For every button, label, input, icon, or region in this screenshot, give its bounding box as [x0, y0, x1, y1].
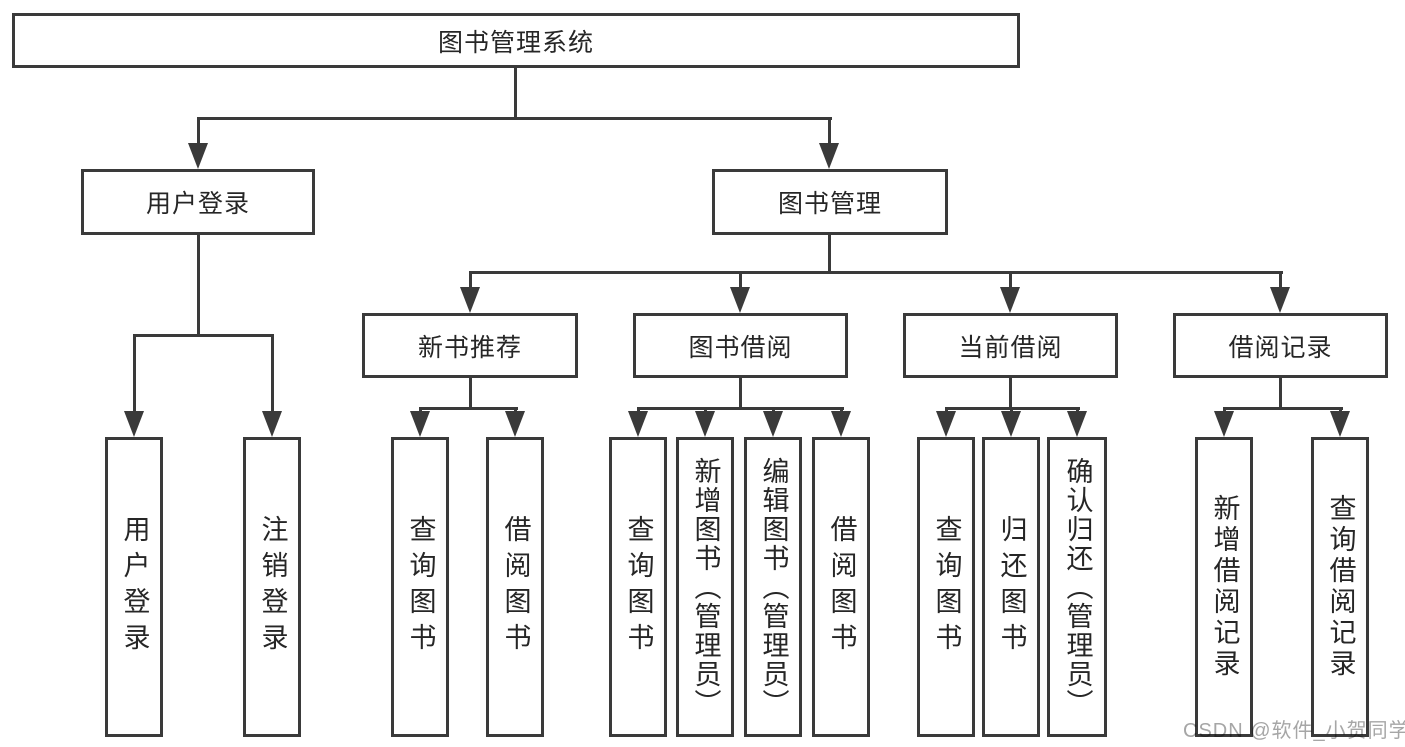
arrowhead-icon	[763, 411, 783, 437]
leaf-query-book-recommend-label: 查询图书	[405, 515, 436, 659]
arrowhead-icon	[936, 411, 956, 437]
leaf-query-book-current: 查询图书	[917, 437, 975, 737]
arrowhead-icon	[124, 411, 144, 437]
node-book-mgmt: 图书管理	[712, 169, 948, 235]
node-book-mgmt-label: 图书管理	[777, 190, 882, 218]
node-borrow-record-label: 借阅记录	[1228, 333, 1333, 362]
leaf-add-book: 新增图书（管理员）	[676, 437, 734, 737]
connector-line	[514, 68, 517, 120]
node-borrow-record: 借阅记录	[1173, 313, 1388, 378]
arrowhead-icon	[505, 411, 525, 437]
leaf-edit-book-label: 编辑图书（管理员）	[758, 456, 789, 718]
leaf-query-book-recommend: 查询图书	[391, 437, 449, 737]
connector-line	[469, 271, 1283, 274]
connector-line	[828, 235, 831, 274]
node-root: 图书管理系统	[12, 13, 1020, 68]
leaf-logout-label: 注销登录	[257, 515, 288, 659]
leaf-return-book-label: 归还图书	[996, 515, 1027, 659]
leaf-borrow-book-borrow: 借阅图书	[812, 437, 870, 737]
arrowhead-icon	[188, 143, 208, 169]
leaf-edit-book: 编辑图书（管理员）	[744, 437, 802, 737]
connector-line	[469, 271, 472, 289]
connector-line	[1223, 407, 1343, 410]
connector-line	[469, 378, 472, 410]
leaf-confirm-return: 确认归还（管理员）	[1047, 437, 1107, 737]
arrowhead-icon	[1001, 411, 1021, 437]
connector-line	[1009, 271, 1012, 289]
leaf-query-borrow-record-label: 查询借阅记录	[1325, 494, 1356, 680]
connector-line	[739, 271, 742, 289]
csdn-watermark: CSDN @软件_小贺同学	[1183, 720, 1405, 742]
leaf-query-book-borrow-label: 查询图书	[623, 515, 654, 659]
arrowhead-icon	[1270, 287, 1290, 313]
arrowhead-icon	[730, 287, 750, 313]
connector-line	[1279, 378, 1282, 410]
leaf-add-borrow-record: 新增借阅记录	[1195, 437, 1253, 737]
arrowhead-icon	[1330, 411, 1350, 437]
node-new-book-recommend-label: 新书推荐	[417, 333, 522, 362]
node-book-borrow: 图书借阅	[633, 313, 848, 378]
leaf-user-login: 用户登录	[105, 437, 163, 737]
arrowhead-icon	[262, 411, 282, 437]
node-user-login-label: 用户登录	[145, 190, 250, 218]
node-current-borrow-label: 当前借阅	[958, 333, 1063, 362]
connector-line	[739, 378, 742, 410]
connector-line	[133, 334, 136, 413]
leaf-add-book-label: 新增图书（管理员）	[690, 456, 721, 718]
arrowhead-icon	[1214, 411, 1234, 437]
leaf-borrow-book-recommend: 借阅图书	[486, 437, 544, 737]
leaf-confirm-return-label: 确认归还（管理员）	[1062, 456, 1093, 718]
arrowhead-icon	[628, 411, 648, 437]
node-user-login: 用户登录	[81, 169, 315, 235]
leaf-return-book: 归还图书	[982, 437, 1040, 737]
leaf-borrow-book-borrow-label: 借阅图书	[826, 515, 857, 659]
arrowhead-icon	[819, 143, 839, 169]
leaf-query-book-current-label: 查询图书	[931, 515, 962, 659]
leaf-query-borrow-record: 查询借阅记录	[1311, 437, 1369, 737]
connector-line	[1009, 378, 1012, 410]
arrowhead-icon	[410, 411, 430, 437]
node-root-label: 图书管理系统	[437, 28, 594, 57]
connector-line	[197, 235, 200, 337]
leaf-query-book-borrow: 查询图书	[609, 437, 667, 737]
connector-line	[197, 117, 200, 148]
leaf-user-login-label: 用户登录	[119, 515, 150, 659]
connector-line	[197, 117, 832, 120]
connector-line	[828, 117, 831, 148]
connector-line	[419, 407, 518, 410]
connector-line	[637, 407, 844, 410]
arrowhead-icon	[1067, 411, 1087, 437]
node-current-borrow: 当前借阅	[903, 313, 1118, 378]
connector-line	[133, 334, 274, 337]
arrowhead-icon	[695, 411, 715, 437]
arrowhead-icon	[1000, 287, 1020, 313]
connector-line	[271, 334, 274, 413]
leaf-borrow-book-recommend-label: 借阅图书	[500, 515, 531, 659]
leaf-add-borrow-record-label: 新增借阅记录	[1209, 494, 1240, 680]
connector-line	[1279, 271, 1282, 289]
arrowhead-icon	[460, 287, 480, 313]
arrowhead-icon	[831, 411, 851, 437]
node-new-book-recommend: 新书推荐	[362, 313, 578, 378]
leaf-logout: 注销登录	[243, 437, 301, 737]
node-book-borrow-label: 图书借阅	[688, 333, 793, 362]
